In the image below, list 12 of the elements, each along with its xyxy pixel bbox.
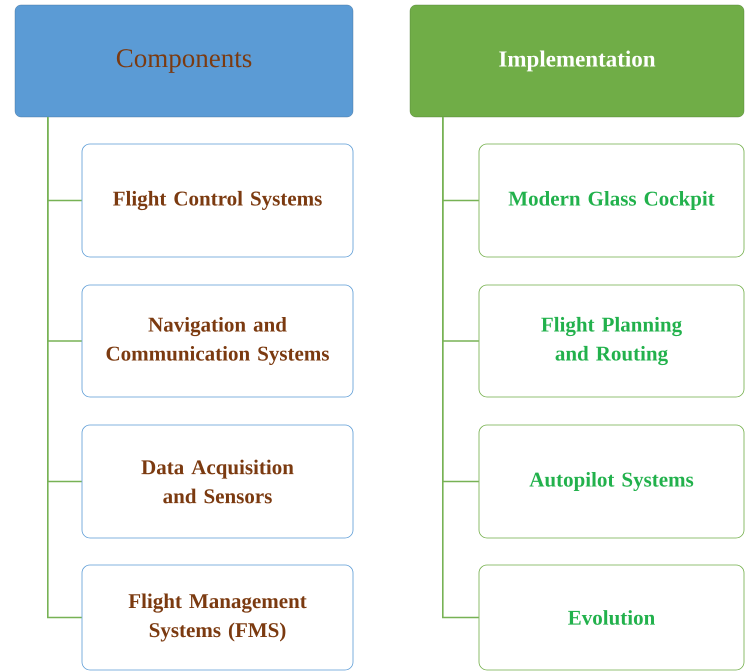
item-box: Flight Management Systems (FMS) [82,564,354,670]
connector-line [442,117,479,618]
item-box: Modern Glass Cockpit [478,144,744,258]
header-box: Implementation [410,4,744,118]
item-box: Autopilot Systems [478,424,744,538]
item-box: Flight Planning and Routing [478,284,744,398]
header-box: Components [14,4,354,118]
item-box: Flight Control Systems [82,144,354,258]
item-box: Navigation and Communication Systems [82,284,354,398]
connector-line [47,117,82,618]
item-box: Data Acquisition and Sensors [82,424,354,538]
item-box: Evolution [478,564,744,670]
